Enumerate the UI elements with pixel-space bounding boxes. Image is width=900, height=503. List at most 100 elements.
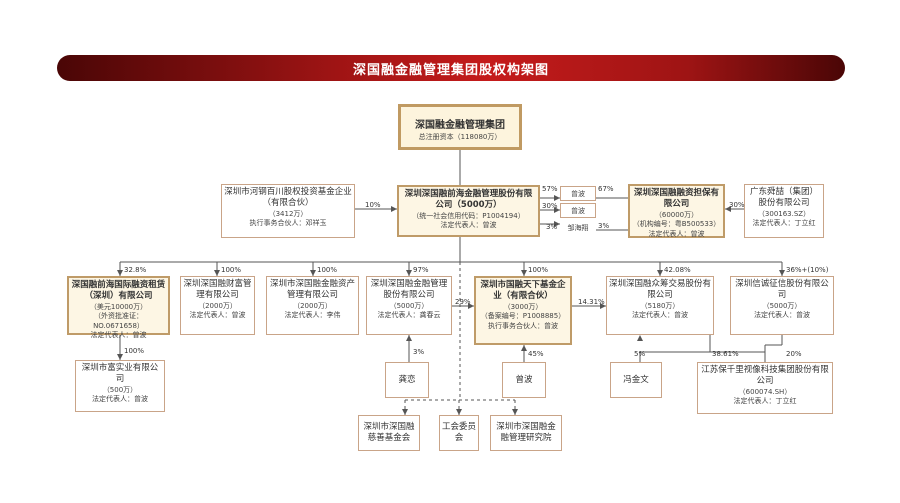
jiangsu-name: 江苏保千里视像科技集团股份有限公司 xyxy=(701,365,829,387)
tianxia-node: 深圳市国融天下基金企业（有限合伙） （3000万） （备案编号：P1008885… xyxy=(474,276,572,345)
zengbo-c-name: 曾波 xyxy=(515,375,533,385)
zhongchou-rep: 法定代表人：曾波 xyxy=(632,311,688,320)
zou-node: 邹海翔 xyxy=(560,220,596,237)
guangdong-name: 广东舜喆（集团）股份有限公司 xyxy=(749,187,818,209)
feng-node: 冯金文 xyxy=(610,362,662,398)
pct-xinyong: 36%+(10%) xyxy=(786,266,829,274)
pct-jiangsu-xinyong: 20% xyxy=(786,350,802,358)
cishan-name: 深圳市深国融慈善基金会 xyxy=(363,422,415,444)
haijing-rep: 法定代表人：曾波 xyxy=(90,331,147,340)
zengbo-a-name: 曾波 xyxy=(571,190,585,198)
pct-jiangsu-zhongchou: 38.61% xyxy=(712,350,739,358)
zhongchou-name: 深圳深国融众筹交易股份有限公司 xyxy=(609,279,712,301)
gong-node: 龚恋 xyxy=(385,362,429,398)
danbao-code: （机构编号：粤B500533） xyxy=(632,220,721,229)
pct-haijing: 32.8% xyxy=(124,266,147,274)
pct-danbao-bottom: 3% xyxy=(598,222,610,230)
pct-danbao-top: 67% xyxy=(598,185,614,193)
guangdong-node: 广东舜喆（集团）股份有限公司 （300163.SZ） 法定代表人：丁立红 xyxy=(744,184,824,238)
qianhai-code: （统一社会信用代码：P1004194） xyxy=(412,211,525,220)
group-node: 深国融金融管理集团 总注册资本（118080万） xyxy=(398,104,522,150)
haijing-name: 深国融前海国际融资租赁（深圳）有限公司 xyxy=(71,280,166,302)
guangdong-rep: 法定代表人：丁立红 xyxy=(752,219,816,228)
danbao-node: 深圳深国融融资担保有限公司 （60000万） （机构编号：粤B500533） 法… xyxy=(628,184,725,238)
xinyong-rep: 法定代表人：曾波 xyxy=(754,311,810,320)
jiangsu-node: 江苏保千里视像科技集团股份有限公司 （600074.SH） 法定代表人：丁立红 xyxy=(697,362,833,414)
qianhai-node: 深圳深国融前海金融管理股份有限公司（5000万） （统一社会信用代码：P1004… xyxy=(397,185,540,237)
gong-name: 龚恋 xyxy=(398,375,416,385)
haijing-node: 深国融前海国际融资租赁（深圳）有限公司 （美元10000万） （外资批准证：NO… xyxy=(67,276,170,339)
gonghui-name: 工会委员会 xyxy=(442,422,477,444)
shiye-rep: 法定代表人：曾波 xyxy=(92,395,148,404)
hexi-capital: （3412万） xyxy=(268,209,308,218)
group-name: 深国融金融管理集团 xyxy=(415,120,505,131)
jinrong-node: 深圳深国融金融管理股份有限公司 （5000万） 法定代表人：龚春云 xyxy=(366,276,452,335)
yanjiu-name: 深圳市深国融金融管理研究院 xyxy=(496,422,556,444)
haijing-code: （外资批准证：NO.0671658） xyxy=(93,312,144,330)
danbao-capital: （60000万） xyxy=(654,210,699,219)
zengbo-b-node: 曾波 xyxy=(560,203,596,218)
page-title: 深国融金融管理集团股权构架图 xyxy=(352,63,549,78)
tianxia-name: 深圳市国融天下基金企业（有限合伙） xyxy=(480,280,566,302)
pct-zhongchou: 42.08% xyxy=(664,266,691,274)
tianxia-rep: 执行事务合伙人：曾波 xyxy=(488,321,558,330)
guangdong-code: （300163.SZ） xyxy=(757,209,811,218)
zhongchou-capital: （5180万） xyxy=(640,301,680,310)
feng-name: 冯金文 xyxy=(623,375,649,385)
zhongchou-node: 深圳深国融众筹交易股份有限公司 （5180万） 法定代表人：曾波 xyxy=(606,276,714,335)
hexi-rep: 执行事务合伙人：邓祥玉 xyxy=(249,219,327,228)
zichan-rep: 法定代表人：李伟 xyxy=(284,311,341,320)
zengbo-c-node: 曾波 xyxy=(502,362,546,398)
xinyong-node: 深圳信诚征信股份有限公司 （5000万） 法定代表人：曾波 xyxy=(730,276,834,335)
caifu-name: 深圳深国融财富管理有限公司 xyxy=(183,279,252,301)
shiye-node: 深圳市富实业有限公司 （500万） 法定代表人：曾波 xyxy=(75,360,165,412)
danbao-name: 深圳深国融融资担保有限公司 xyxy=(633,188,719,210)
pct-zengbo-b-qianhai: 30% xyxy=(542,202,558,210)
pct-gong: 3% xyxy=(413,348,425,356)
zichan-node: 深圳市深国融金融资产管理有限公司 （2000万） 法定代表人：李伟 xyxy=(266,276,359,335)
pct-tianxia: 100% xyxy=(528,266,549,274)
shiye-name: 深圳市富实业有限公司 xyxy=(81,363,159,385)
pct-zengbo-c: 45% xyxy=(528,350,544,358)
zichan-name: 深圳市深国融金融资产管理有限公司 xyxy=(269,279,355,301)
cishan-node: 深圳市深国融慈善基金会 xyxy=(358,415,420,451)
pct-hexi-qianhai: 10% xyxy=(365,201,381,209)
jinrong-capital: （5000万） xyxy=(389,301,429,310)
pct-tianxia-zhongchou: 14.31% xyxy=(578,298,605,306)
caifu-rep: 法定代表人：曾波 xyxy=(189,311,246,320)
pct-zou-qianhai: 3% xyxy=(546,223,558,231)
gonghui-node: 工会委员会 xyxy=(439,415,479,451)
jinrong-name: 深圳深国融金融管理股份有限公司 xyxy=(370,279,448,301)
group-capital: 总注册资本（118080万） xyxy=(418,132,502,141)
tianxia-code: （备案编号：P1008885） xyxy=(480,312,566,321)
xinyong-name: 深圳信诚征信股份有限公司 xyxy=(735,279,829,301)
zichan-capital: （2000万） xyxy=(293,301,332,310)
pct-jinrong-tianxia: 29% xyxy=(455,298,471,306)
pct-feng: 5% xyxy=(634,350,646,358)
pct-zengbo-a-qianhai: 57% xyxy=(542,185,558,193)
hexi-name: 深圳市河钢百川股权投资基金企业（有限合伙） xyxy=(224,187,352,209)
zengbo-a-node: 曾波 xyxy=(560,186,596,201)
hexi-node: 深圳市河钢百川股权投资基金企业（有限合伙） （3412万） 执行事务合伙人：邓祥… xyxy=(221,184,355,238)
zengbo-b-name: 曾波 xyxy=(571,207,585,215)
qianhai-name: 深圳深国融前海金融管理股份有限公司（5000万） xyxy=(404,189,533,211)
zou-name: 邹海翔 xyxy=(567,224,589,232)
pct-shiye: 100% xyxy=(124,347,145,355)
jinrong-rep: 法定代表人：龚春云 xyxy=(377,311,441,320)
pct-caifu: 100% xyxy=(221,266,242,274)
pct-zichan: 100% xyxy=(317,266,338,274)
tianxia-capital: （3000万） xyxy=(503,302,543,311)
shiye-capital: （500万） xyxy=(102,385,138,394)
haijing-capital: （美元10000万） xyxy=(89,302,148,311)
pct-guangdong-danbao: 30% xyxy=(729,201,745,209)
caifu-capital: （2000万） xyxy=(198,301,237,310)
jiangsu-code: （600074.SH） xyxy=(738,387,792,396)
xinyong-capital: （5000万） xyxy=(762,301,802,310)
title-banner: 深国融金融管理集团股权构架图 xyxy=(57,55,845,81)
qianhai-rep: 法定代表人：曾波 xyxy=(440,221,497,230)
danbao-rep: 法定代表人：曾波 xyxy=(648,229,705,238)
yanjiu-node: 深圳市深国融金融管理研究院 xyxy=(490,415,562,451)
jiangsu-rep: 法定代表人：丁立红 xyxy=(733,397,797,406)
caifu-node: 深圳深国融财富管理有限公司 （2000万） 法定代表人：曾波 xyxy=(180,276,255,335)
